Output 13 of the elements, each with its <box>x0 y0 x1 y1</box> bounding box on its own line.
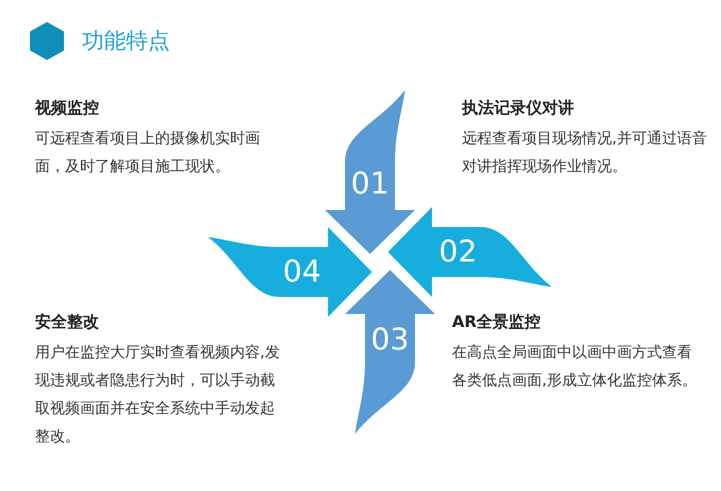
feature-description: 在高点全局画面中以画中画方式查看各类低点画面,形成立体化监控体系。 <box>452 342 698 391</box>
feature-heading: 执法记录仪对讲 <box>462 98 574 119</box>
step-number: 04 <box>282 254 322 290</box>
feature-heading: 视频监控 <box>35 98 99 119</box>
feature-heading: 安全整改 <box>35 312 99 333</box>
feature-heading: AR全景监控 <box>452 312 541 333</box>
step-number: 03 <box>370 322 410 358</box>
feature-description: 可远程查看项目上的摄像机实时画面，及时了解项目施工现状。 <box>35 128 261 177</box>
step-number: 02 <box>438 234 478 270</box>
feature-description: 远程查看项目现场情况,并可通过语音对讲指挥现场作业情况。 <box>462 128 708 177</box>
title: 功能特点 <box>82 28 170 56</box>
feature-description: 用户在监控大厅实时查看视频内容,发现违规或者隐患行为时，可以手动截取视频画面并在安全系统中手动发起整改。 <box>35 342 281 447</box>
step-number: 01 <box>350 166 390 202</box>
